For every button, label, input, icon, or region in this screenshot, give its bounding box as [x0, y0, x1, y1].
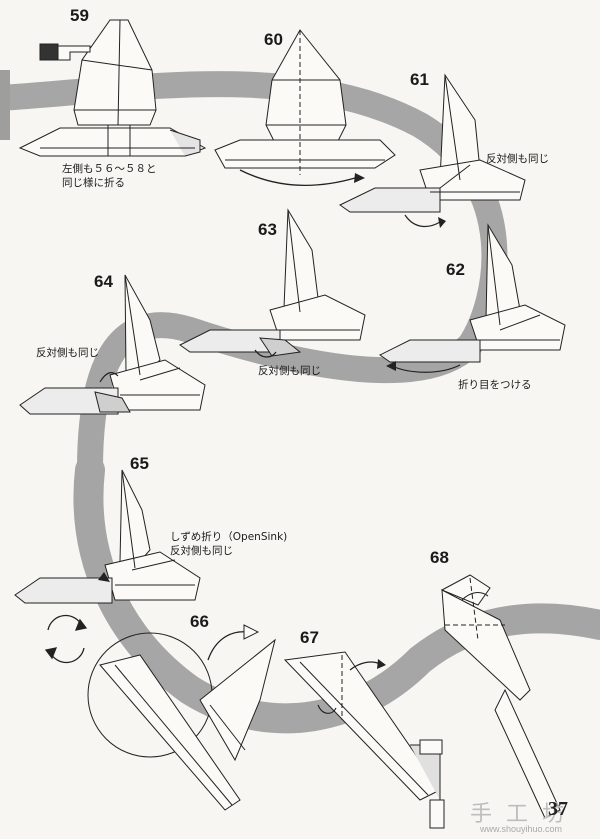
step-61-note: 反対側も同じ	[486, 153, 549, 165]
step-63-fold-arrow	[254, 349, 277, 358]
rotate-icon	[44, 614, 88, 664]
step-61-fold-arrow	[404, 214, 441, 227]
step-64-flap	[94, 391, 131, 413]
step-number-68: 68	[430, 548, 449, 567]
step-number-63: 63	[258, 220, 277, 239]
watermark-url: www.shouyihuo.com	[480, 824, 563, 834]
step-64-note: 反対側も同じ	[36, 347, 99, 359]
step-65-sink-arrowhead	[98, 572, 110, 582]
step-number-66: 66	[190, 612, 209, 631]
step-62-arrowhead	[386, 361, 396, 371]
step-number-67: 67	[300, 628, 319, 647]
step-number-59: 59	[70, 6, 89, 25]
step-63-model	[179, 208, 366, 357]
flow-band-top	[0, 71, 508, 358]
step-number-62: 62	[446, 260, 465, 279]
step-66-arrowhead	[243, 624, 260, 640]
step-66-wing	[199, 638, 276, 762]
step-63-flap	[259, 337, 302, 357]
step-61-model	[339, 73, 526, 213]
step-67-model	[283, 651, 441, 801]
pointing-hand-icon	[39, 43, 91, 61]
step-60-base	[214, 139, 396, 169]
step-68-body	[441, 589, 531, 701]
step-62-fold-arrow	[391, 364, 461, 373]
step-66-model	[99, 638, 276, 811]
step-59-flap	[169, 129, 201, 157]
step-62-base	[379, 339, 481, 363]
step-66-body	[99, 654, 241, 811]
step-64-model	[19, 274, 206, 415]
step-62-note: 折り目をつける	[458, 379, 532, 391]
step-66-fold-arrow	[207, 631, 249, 661]
step-64-fold-arrow	[99, 372, 119, 383]
step-68-model	[440, 574, 561, 819]
step-67-flip-arrow	[317, 704, 337, 714]
step-68-head	[440, 574, 491, 606]
step-65-model	[14, 469, 201, 604]
step-68-lower	[494, 688, 561, 819]
step-59-body	[73, 19, 157, 126]
step-62-model	[379, 223, 566, 363]
step-61-arrowhead	[438, 217, 446, 228]
step-60-model	[214, 29, 396, 175]
lower-flaps	[419, 739, 445, 829]
step-65-base	[14, 577, 113, 604]
step-61-base	[339, 187, 441, 213]
step-59-model	[18, 19, 207, 157]
step-67-arrowhead	[377, 659, 386, 669]
page-number: 37	[548, 798, 568, 820]
watermark-text: 手工坊	[470, 802, 579, 827]
step-number-61: 61	[410, 70, 429, 89]
step-number-64: 64	[94, 272, 113, 291]
step-65-wing	[104, 551, 201, 601]
step-60-arrowhead	[354, 173, 365, 183]
step-number-60: 60	[264, 30, 283, 49]
step-number-65: 65	[130, 454, 149, 473]
step-60-fold-arrow	[239, 169, 356, 186]
step-59-note: 左側も５６～５８と 同じ様に折る	[62, 163, 157, 189]
step-65-note: しずめ折り（OpenSink) 反対側も同じ	[170, 531, 288, 557]
step-68-fold-arrow	[461, 591, 489, 601]
step-59-base	[18, 127, 207, 157]
step-63-note: 反対側も同じ	[258, 365, 321, 377]
